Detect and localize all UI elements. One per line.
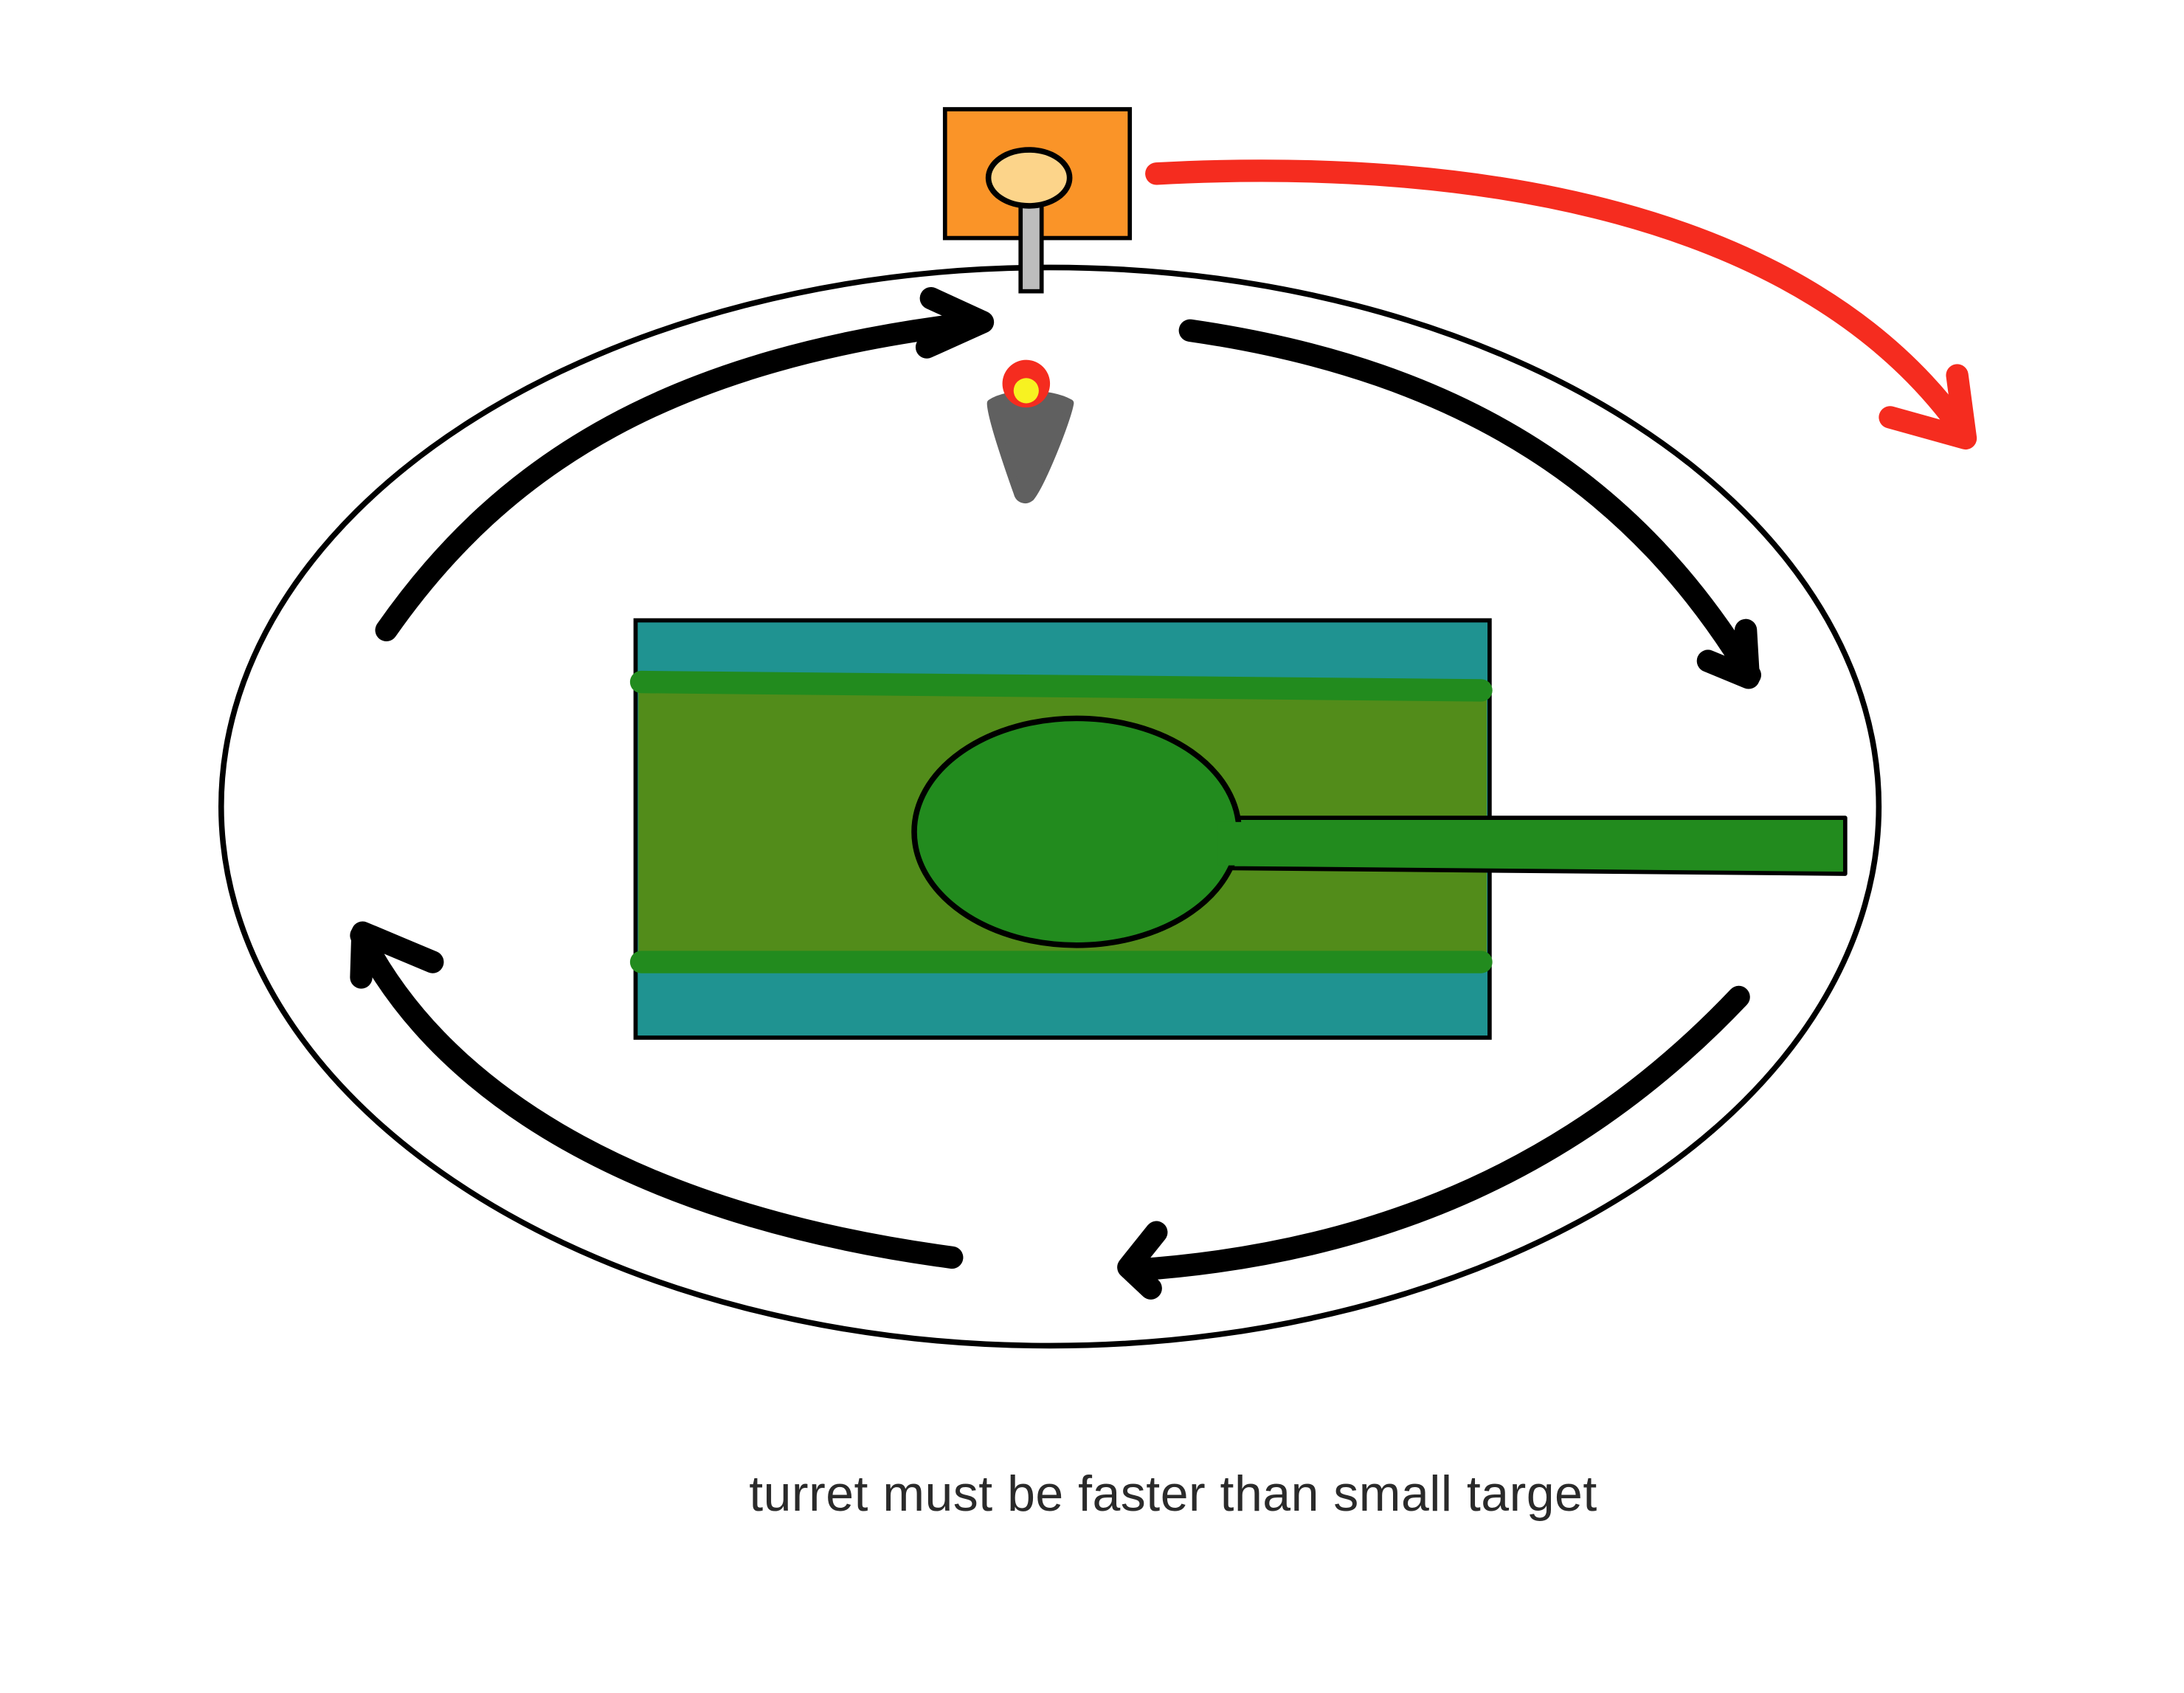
flame-inner: [1013, 378, 1039, 404]
orbit-arrow-top-right: [1178, 319, 1761, 686]
turret-rotation-arrow-head: [1879, 364, 1977, 450]
orbit-arrow-top-left-head: [915, 286, 995, 359]
orbit-arrow-top-left: [375, 311, 992, 642]
tank-icon: [629, 618, 1848, 1040]
orbit-arrow-bottom-left-head: [350, 921, 444, 989]
caption-text: turret must be faster than small target: [749, 1466, 1597, 1522]
orbit-arrow-bottom-left: [350, 924, 964, 1269]
tank-gun-joint: [1217, 821, 1246, 866]
tank-track-edge-top: [629, 670, 1493, 702]
orbit-arrow-bottom-right-head: [1117, 1221, 1168, 1300]
turret-head: [985, 147, 1073, 209]
orbit-arrow-top-right-head: [1696, 618, 1760, 689]
orbit-arrow-bottom-right: [1122, 985, 1750, 1282]
missile-icon: [986, 359, 1074, 503]
orbit-ring: [218, 264, 1882, 1349]
orbit-arrows: [350, 286, 1761, 1300]
turret-rotation-arrow: [1145, 159, 1977, 450]
turret-icon: [942, 107, 1133, 294]
turret-rotation-arrow-shaft: [1145, 159, 1974, 443]
